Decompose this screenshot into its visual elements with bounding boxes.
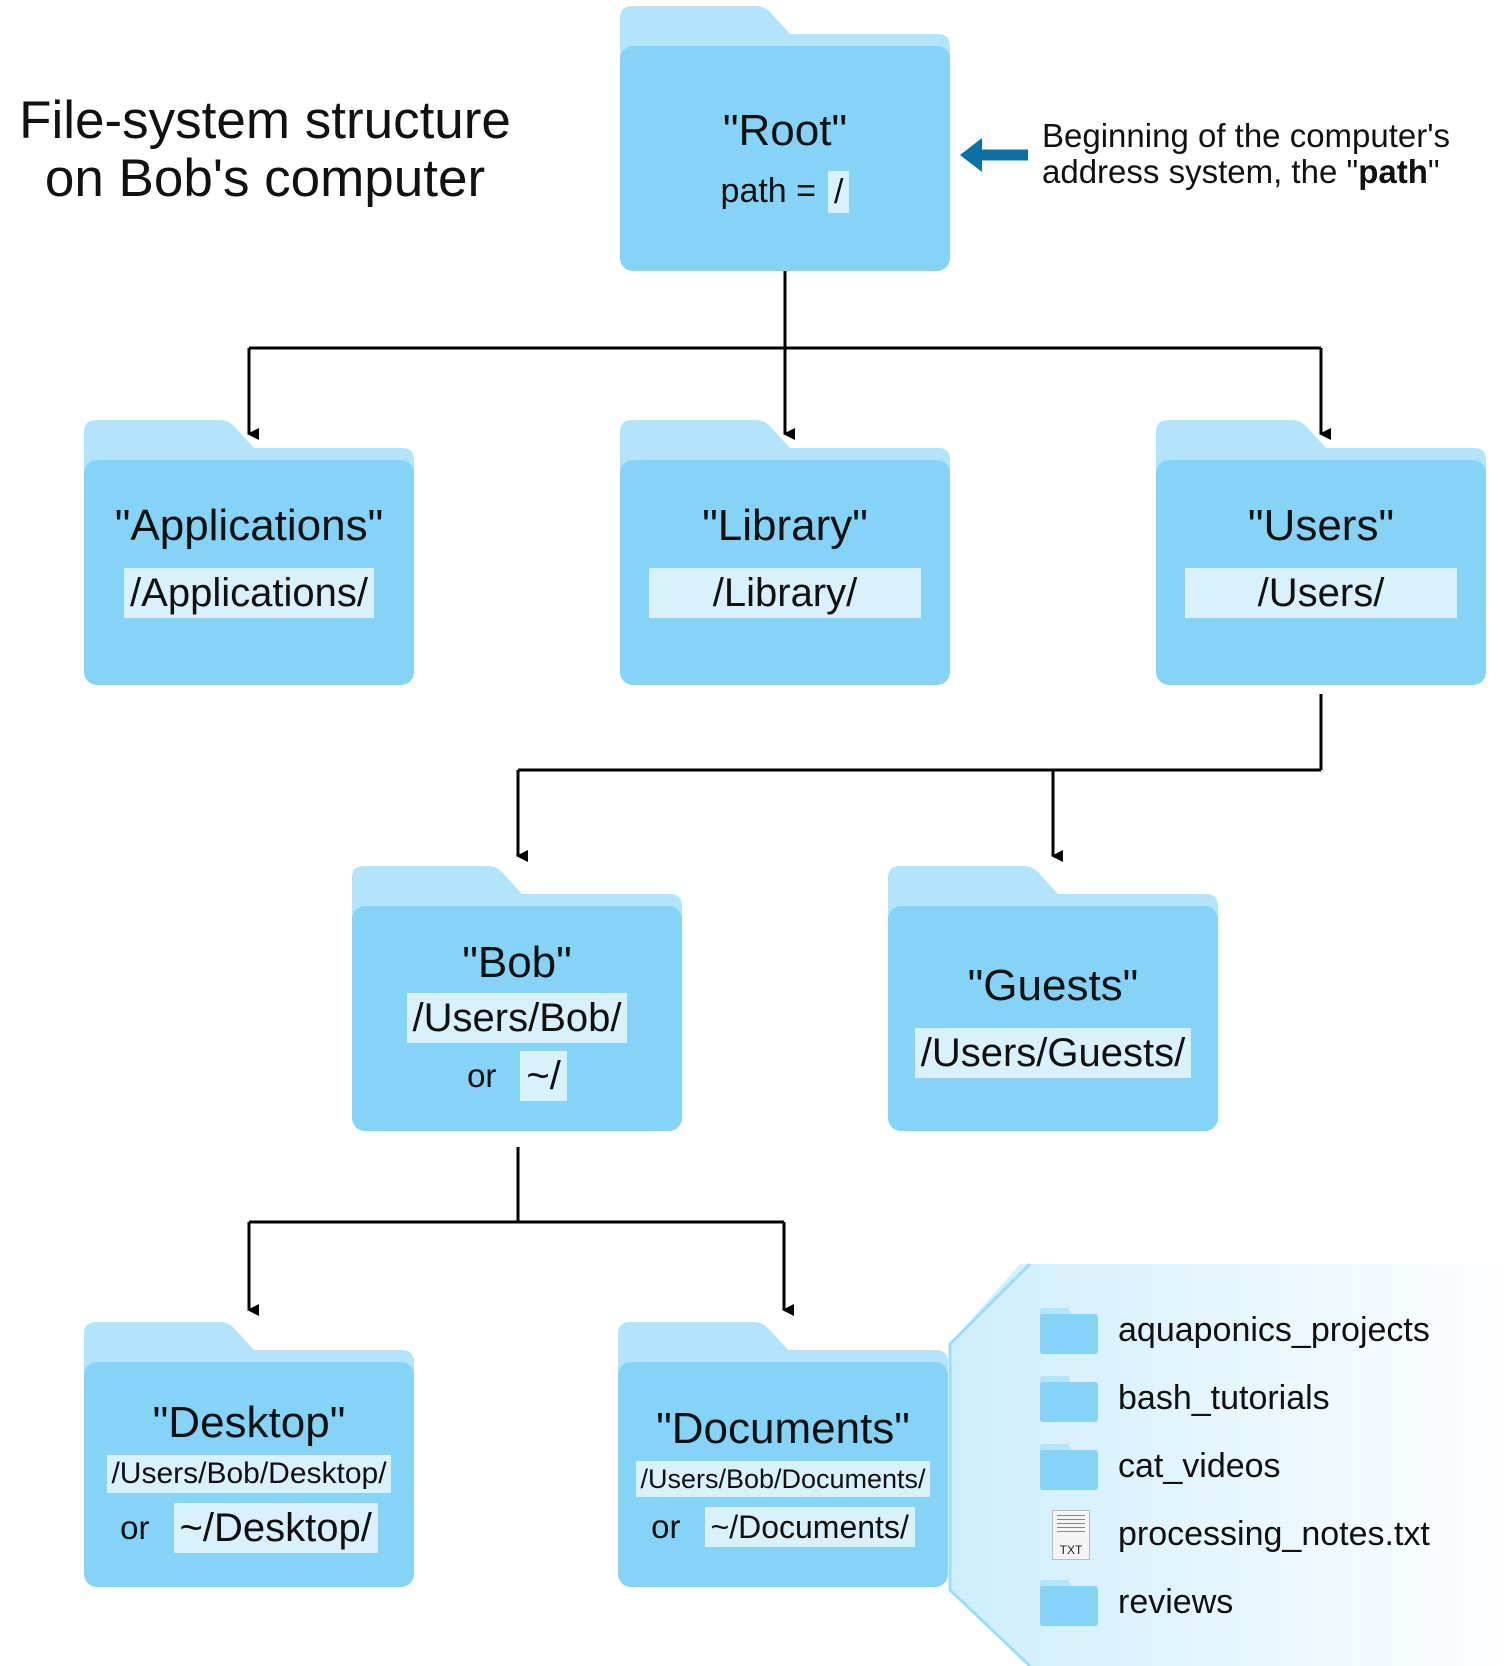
folder-users-content: "Users" /Users/ bbox=[1156, 460, 1486, 685]
root-annotation-line-2: address system, the "path" bbox=[1042, 154, 1450, 190]
folder-icon bbox=[1040, 1578, 1100, 1626]
note-pointer-arrow-icon bbox=[960, 138, 982, 172]
folder-library-content: "Library" /Library/ bbox=[620, 460, 950, 685]
folder-desktop-content: "Desktop" /Users/Bob/Desktop/ or ~/Deskt… bbox=[84, 1362, 414, 1587]
diagram-title: File-system structure on Bob's computer bbox=[0, 92, 530, 208]
root-annotation-line-1: Beginning of the computer's bbox=[1042, 117, 1451, 154]
list-item-cat-videos[interactable]: cat_videos bbox=[1040, 1436, 1281, 1496]
folder-guests-name: "Guests" bbox=[967, 960, 1139, 1010]
folder-guests-content: "Guests" /Users/Guests/ bbox=[888, 906, 1218, 1131]
note-prefix: address system, the " bbox=[1042, 153, 1359, 190]
folder-root-name: "Root" bbox=[722, 105, 848, 155]
folder-desktop-name: "Desktop" bbox=[152, 1397, 346, 1447]
root-path: / bbox=[828, 170, 850, 213]
folder-root-body bbox=[620, 46, 950, 271]
folder-documents-content: "Documents" /Users/Bob/Documents/ or ~/D… bbox=[618, 1362, 948, 1587]
folder-icon bbox=[1040, 1374, 1100, 1422]
documents-path: /Users/Bob/Documents/ bbox=[636, 1460, 930, 1497]
bob-alt-path: ~/ bbox=[520, 1050, 567, 1101]
list-item-aquaponics-projects[interactable]: aquaponics_projects bbox=[1040, 1300, 1430, 1360]
list-item-reviews[interactable]: reviews bbox=[1040, 1572, 1233, 1632]
folder-documents-path-row: /Users/Bob/Documents/ bbox=[636, 1460, 930, 1497]
bob-or: or bbox=[467, 1056, 497, 1094]
folder-desktop-alt-row: or ~/Desktop/ bbox=[120, 1502, 378, 1553]
users-path: /Users/ bbox=[1185, 568, 1457, 618]
applications-path: /Applications/ bbox=[124, 568, 374, 618]
folder-library-path-row: /Library/ bbox=[649, 568, 921, 618]
folder-users-name: "Users" bbox=[1247, 501, 1395, 550]
folder-guests-body bbox=[888, 906, 1218, 1131]
folder-bob-path-row: /Users/Bob/ bbox=[406, 992, 628, 1043]
text-file-icon: TXT bbox=[1040, 1510, 1100, 1560]
folder-desktop-path-row: /Users/Bob/Desktop/ bbox=[107, 1454, 391, 1493]
diagram-title-line-2: on Bob's computer bbox=[44, 149, 486, 208]
desktop-alt-path: ~/Desktop/ bbox=[173, 1502, 378, 1553]
folder-icon bbox=[1040, 1306, 1100, 1354]
note-suffix: " bbox=[1427, 153, 1440, 190]
folder-users-path-row: /Users/ bbox=[1185, 568, 1457, 618]
documents-expansion-outline bbox=[948, 1262, 1032, 1666]
desktop-or: or bbox=[120, 1508, 150, 1546]
folder-documents-alt-row: or ~/Documents/ bbox=[651, 1506, 915, 1547]
list-item-label: bash_tutorials bbox=[1118, 1378, 1330, 1417]
root-path-label: path = bbox=[720, 172, 817, 210]
folder-bob-name: "Bob" bbox=[462, 937, 572, 987]
documents-or: or bbox=[651, 1507, 681, 1545]
folder-root-content: "Root" path = / bbox=[620, 46, 950, 271]
list-item-label: cat_videos bbox=[1118, 1446, 1281, 1485]
list-item-label: processing_notes.txt bbox=[1118, 1514, 1430, 1553]
folder-icon bbox=[1040, 1442, 1100, 1490]
list-item-label: aquaponics_projects bbox=[1118, 1310, 1430, 1349]
folder-applications-content: "Applications" /Applications/ bbox=[84, 460, 414, 685]
text-file-icon-label: TXT bbox=[1059, 1543, 1083, 1557]
list-item-processing-notes[interactable]: TXT processing_notes.txt bbox=[1040, 1504, 1430, 1564]
documents-expansion-panel bbox=[950, 1264, 1511, 1666]
desktop-path: /Users/Bob/Desktop/ bbox=[107, 1454, 391, 1493]
library-path: /Library/ bbox=[649, 568, 921, 618]
folder-bob-alt-row: or ~/ bbox=[467, 1050, 567, 1101]
folder-guests-path-row: /Users/Guests/ bbox=[914, 1027, 1192, 1078]
folder-bob-content: "Bob" /Users/Bob/ or ~/ bbox=[352, 906, 682, 1131]
list-item-label: reviews bbox=[1118, 1582, 1234, 1621]
folder-library-name: "Library" bbox=[702, 501, 868, 550]
folder-documents-name: "Documents" bbox=[656, 1403, 910, 1453]
folder-applications-name: "Applications" bbox=[114, 501, 384, 550]
root-annotation: Beginning of the computer's address syst… bbox=[1042, 118, 1450, 190]
documents-alt-path: ~/Documents/ bbox=[704, 1506, 915, 1547]
note-bold-path: path bbox=[1358, 153, 1428, 190]
folder-root-path-row: path = / bbox=[720, 170, 850, 213]
list-item-bash-tutorials[interactable]: bash_tutorials bbox=[1040, 1368, 1330, 1428]
folder-applications-path-row: /Applications/ bbox=[124, 568, 374, 618]
guests-path: /Users/Guests/ bbox=[914, 1027, 1192, 1078]
diagram-title-line-1: File-system structure bbox=[19, 91, 511, 150]
bob-path: /Users/Bob/ bbox=[406, 992, 628, 1043]
